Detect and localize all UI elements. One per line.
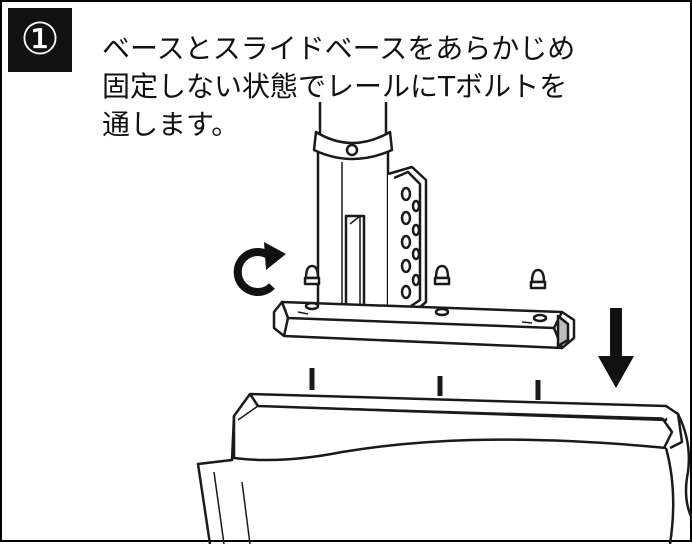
instruction-line: ベースとスライドベースをあらかじめ xyxy=(102,32,576,65)
instruction-text: ベースとスライドベースをあらかじめ 固定しない状態でレールにTボルトを 通します… xyxy=(102,30,582,144)
t-bolts xyxy=(309,368,541,400)
rail-base xyxy=(196,392,692,544)
side-bracket xyxy=(387,165,428,322)
down-arrow-icon xyxy=(598,308,634,388)
nuts xyxy=(303,264,547,290)
slide-base xyxy=(272,300,576,350)
instruction-line: 固定しない状態でレールにTボルトを xyxy=(102,70,568,103)
rotate-clockwise-arrow-icon xyxy=(233,242,286,296)
step-badge: ① xyxy=(8,8,72,72)
step-number: ① xyxy=(20,14,60,65)
instruction-line: 通します。 xyxy=(102,108,240,141)
